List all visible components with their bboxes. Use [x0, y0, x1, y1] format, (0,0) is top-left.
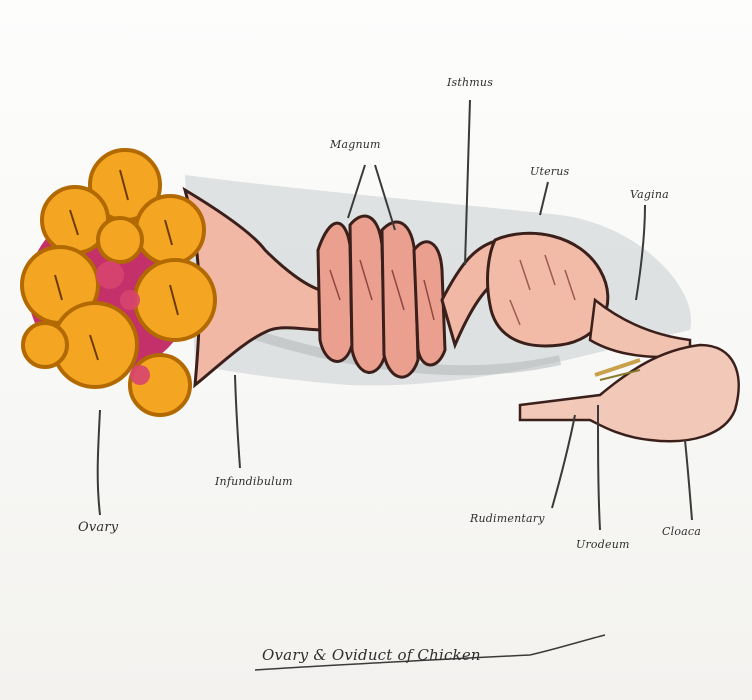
label-cloaca: Cloaca: [662, 525, 701, 538]
label-isthmus: Isthmus: [447, 76, 493, 89]
label-infundibulum: Infundibulum: [215, 475, 293, 488]
label-ovary: Ovary: [78, 520, 118, 535]
label-urodeum: Urodeum: [576, 538, 630, 551]
label-magnum: Magnum: [330, 138, 381, 151]
label-vagina: Vagina: [630, 188, 669, 201]
diagram-caption: Ovary & Oviduct of Chicken: [262, 646, 481, 664]
label-rudimentary-oviduct: Rudimentary: [470, 512, 545, 525]
leader-rudimentary: [552, 415, 575, 508]
leader-ovary: [98, 410, 100, 515]
leader-cloaca: [685, 440, 692, 520]
leader-infundibulum: [235, 375, 240, 468]
label-uterus: Uterus: [530, 165, 569, 178]
leader-uterus: [540, 182, 548, 215]
